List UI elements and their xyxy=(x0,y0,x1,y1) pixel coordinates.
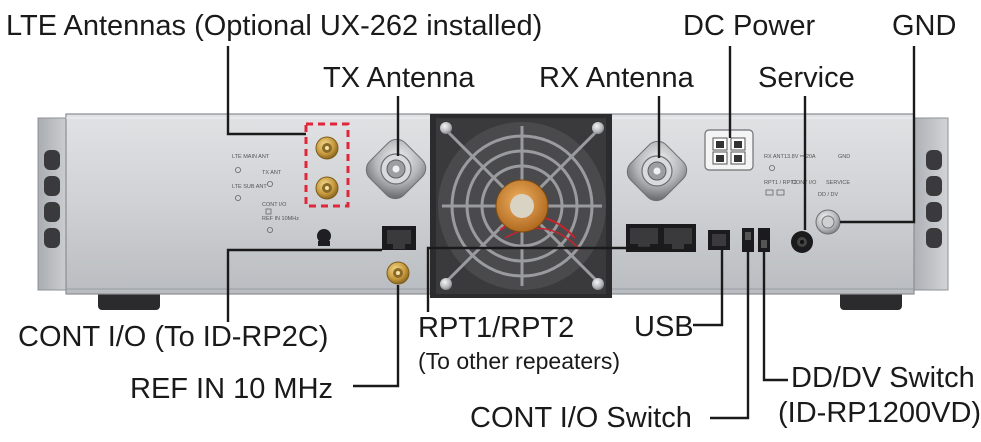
panel-knob xyxy=(317,229,331,243)
label-rx-antenna: RX Antenna xyxy=(539,62,694,94)
tx-antenna-connector xyxy=(365,138,427,200)
label-cont-io: CONT I/O (To ID-RP2C) xyxy=(18,321,329,353)
svg-text:LTE MAIN ANT: LTE MAIN ANT xyxy=(232,154,270,160)
label-lte-antennas: LTE Antennas (Optional UX-262 installed) xyxy=(6,10,543,42)
cont-io-port xyxy=(382,226,416,250)
label-rpt-sub: (To other repeaters) xyxy=(418,348,620,374)
dc-power-connector xyxy=(704,129,754,171)
cooling-fan xyxy=(430,114,612,298)
leader-cont-io xyxy=(226,248,382,322)
svg-text:DD / DV: DD / DV xyxy=(818,192,839,198)
label-usb: USB xyxy=(634,311,694,343)
svg-text:RX ANT: RX ANT xyxy=(764,154,785,160)
leader-cont-switch xyxy=(710,252,750,420)
svg-text:RPT1 / RPT2: RPT1 / RPT2 xyxy=(764,180,797,186)
label-ref-in: REF IN 10 MHz xyxy=(130,373,334,405)
ref-in-connector xyxy=(386,261,410,285)
leader-lines xyxy=(226,46,916,420)
label-cont-io-switch: CONT I/O Switch xyxy=(470,402,692,434)
lte-antennas-highlight xyxy=(304,122,350,208)
label-dc-power: DC Power xyxy=(683,10,816,42)
label-rpt: RPT1/RPT2 xyxy=(418,312,575,344)
rx-antenna-connector xyxy=(626,140,688,202)
label-gnd: GND xyxy=(892,10,957,42)
svg-text:13.8V ⎓ 20A: 13.8V ⎓ 20A xyxy=(784,154,816,160)
leader-gnd xyxy=(840,46,916,224)
svg-text:GND: GND xyxy=(838,154,850,160)
leader-lte xyxy=(226,46,306,136)
label-service: Service xyxy=(758,62,855,94)
svg-text:REF IN 10MHz: REF IN 10MHz xyxy=(262,216,299,222)
gnd-terminal xyxy=(815,209,841,235)
svg-text:SERVICE: SERVICE xyxy=(826,180,850,186)
leader-dd-dv xyxy=(762,252,788,382)
svg-text:CONT I/O: CONT I/O xyxy=(262,202,287,208)
usb-port xyxy=(708,230,730,250)
lte-main-connector xyxy=(315,136,339,160)
leader-ref-in xyxy=(353,285,400,388)
label-dd-dv-sub: (ID-RP1200VD) xyxy=(778,397,981,429)
lte-sub-connector xyxy=(315,176,339,200)
rpt-ports xyxy=(626,224,696,252)
leader-rpt xyxy=(426,246,660,312)
label-dd-dv-switch: DD/DV Switch xyxy=(791,362,975,394)
service-jack xyxy=(791,231,813,253)
svg-text:TX ANT: TX ANT xyxy=(262,170,282,176)
svg-text:LTE SUB ANT: LTE SUB ANT xyxy=(232,184,267,190)
label-tx-antenna: TX Antenna xyxy=(323,62,475,94)
lte-printed-labels: LTE MAIN ANT LTE SUB ANT TX ANT CONT I/O… xyxy=(232,154,299,233)
leader-usb xyxy=(693,250,724,327)
